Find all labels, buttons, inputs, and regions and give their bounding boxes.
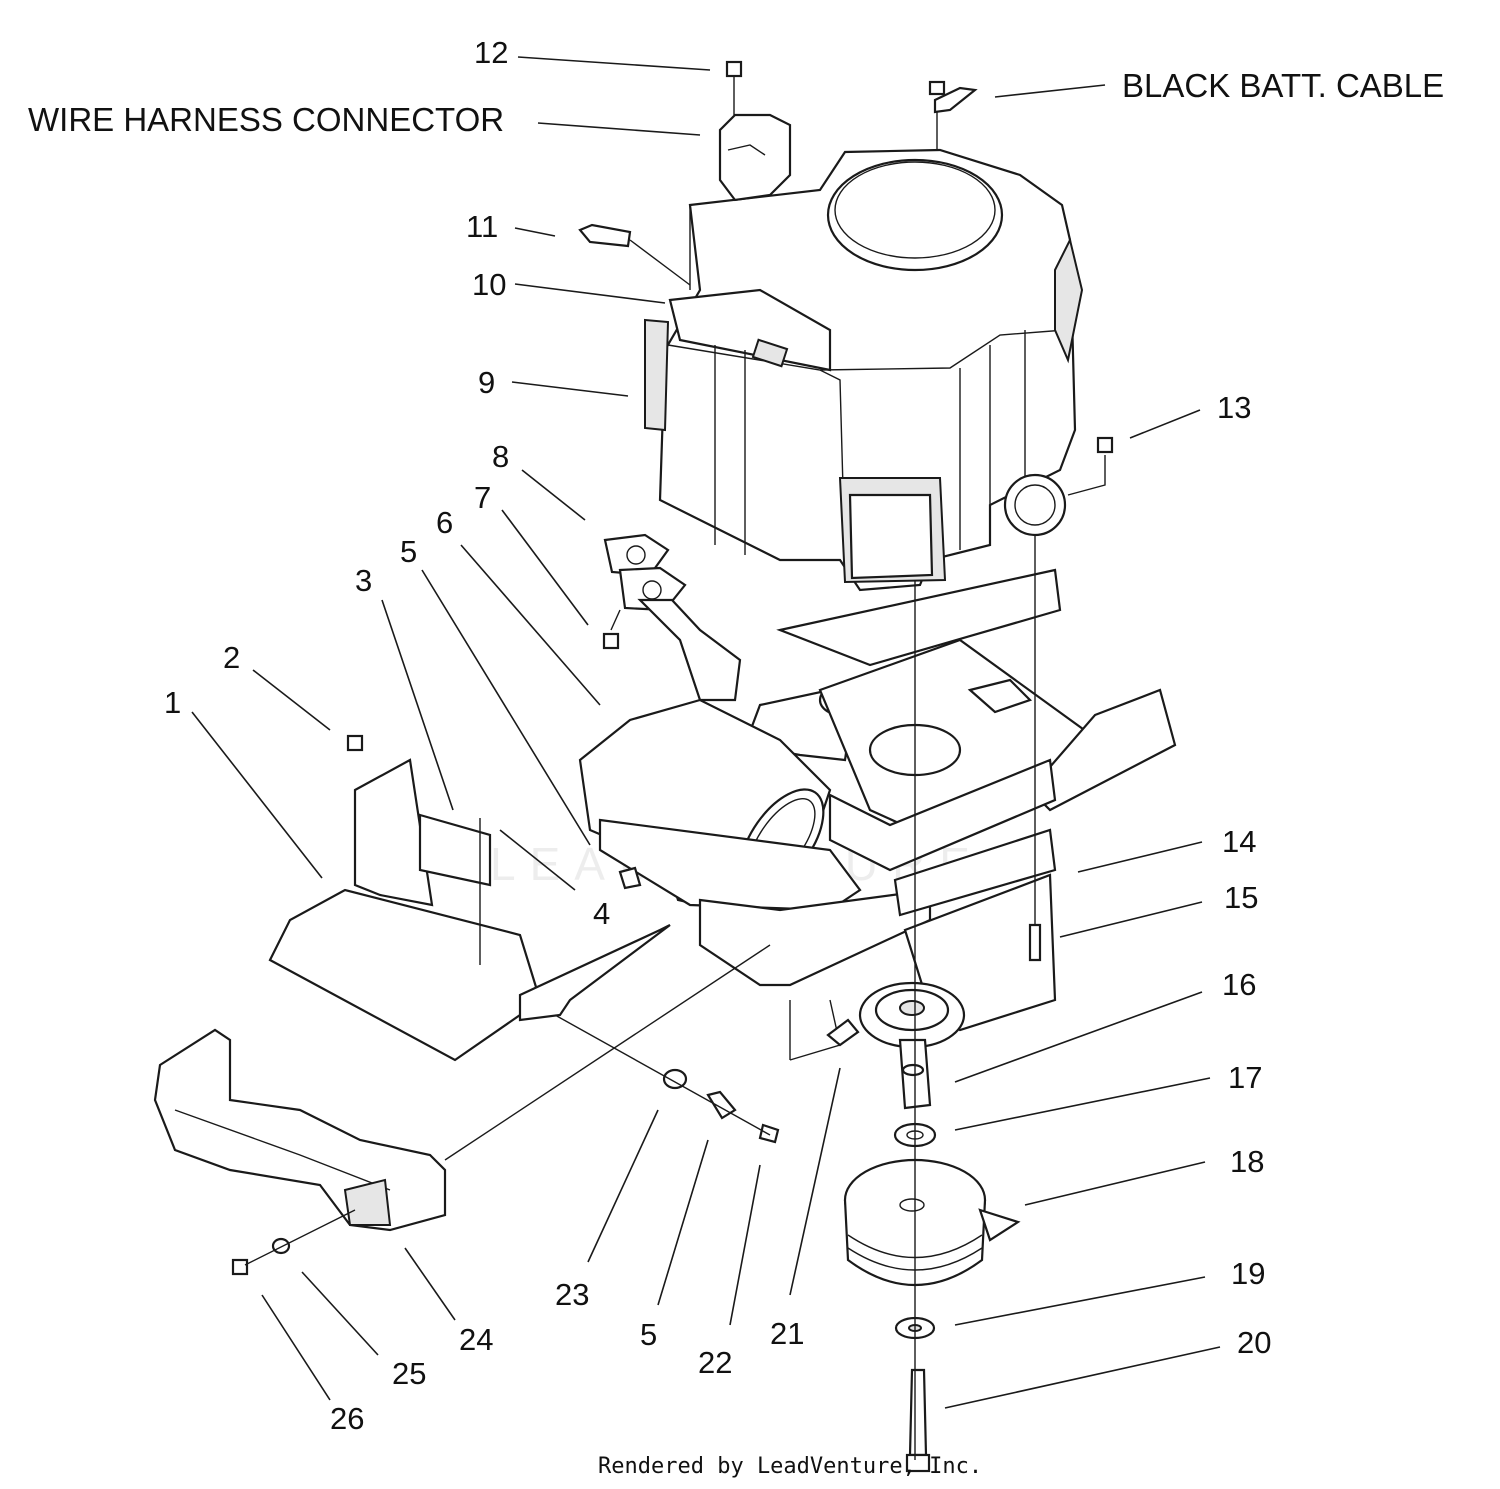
label-18: 18 <box>1230 1144 1264 1179</box>
label-19: 19 <box>1231 1256 1265 1291</box>
label-17: 17 <box>1228 1060 1262 1095</box>
label-15: 15 <box>1224 880 1258 915</box>
label-22: 22 <box>698 1345 732 1380</box>
label-23: 23 <box>555 1277 589 1312</box>
label-8: 8 <box>492 439 509 474</box>
batt-terminal <box>928 80 978 150</box>
rear-bumper <box>153 1028 447 1232</box>
label-12: 12 <box>474 35 508 70</box>
label-11: 11 <box>466 209 498 244</box>
label-9: 9 <box>478 365 495 400</box>
label-3: 3 <box>355 563 372 598</box>
label-7: 7 <box>474 480 491 515</box>
label-25: 25 <box>392 1356 426 1391</box>
label-14: 14 <box>1222 824 1256 859</box>
harness-cap <box>718 113 792 202</box>
label-24: 24 <box>459 1322 493 1357</box>
label-21: 21 <box>770 1316 804 1351</box>
nut-13 <box>1067 436 1114 496</box>
bolt-20 <box>905 1368 931 1473</box>
label-wire-harness: WIRE HARNESS CONNECTOR <box>28 101 504 138</box>
clutch <box>843 1158 1021 1286</box>
bolt-15 <box>1028 923 1042 962</box>
callout-labels: WIRE HARNESS CONNECTOR BLACK BATT. CABLE… <box>28 35 1444 1436</box>
leader-lines <box>191 56 1221 1409</box>
deflector-shield <box>268 734 671 1062</box>
label-1: 1 <box>164 685 181 720</box>
label-16: 16 <box>1222 967 1256 1002</box>
pulley <box>858 981 966 1110</box>
label-20: 20 <box>1237 1325 1271 1360</box>
label-13: 13 <box>1217 390 1251 425</box>
label-10: 10 <box>472 267 506 302</box>
label-26: 26 <box>330 1401 364 1436</box>
credit-text: Rendered by LeadVenture, Inc. <box>598 1454 982 1479</box>
label-6: 6 <box>436 505 453 540</box>
label-5-bottom: 5 <box>640 1317 657 1352</box>
small-hardware <box>231 866 860 1276</box>
spark-plug <box>578 223 691 286</box>
bolt-12 <box>725 60 743 115</box>
label-black-batt: BLACK BATT. CABLE <box>1122 67 1444 104</box>
engine <box>644 148 1084 592</box>
label-2: 2 <box>223 640 240 675</box>
label-5-top: 5 <box>400 534 417 569</box>
label-4: 4 <box>593 896 610 931</box>
